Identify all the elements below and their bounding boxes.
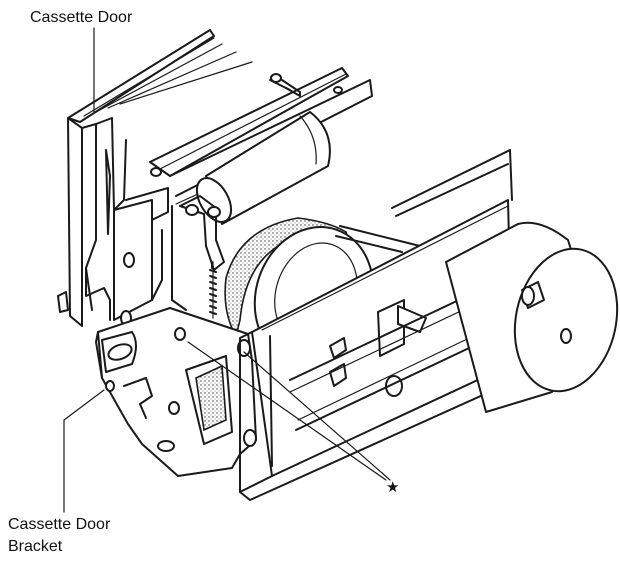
leader-lines (63, 27, 391, 513)
door-support-plate (113, 187, 169, 326)
cassette-door-bracket-part (95, 307, 257, 477)
cassette-door-label: Cassette Door (30, 9, 133, 26)
top-rail (149, 67, 373, 197)
motor-cylinder (445, 221, 619, 413)
solenoid-cylinder (195, 111, 331, 225)
cassette-door-bracket-label-line2: Bracket (8, 538, 63, 555)
cassette-door-part (57, 29, 253, 327)
lever-and-spring (171, 193, 225, 319)
cassette-door-bracket-label-line1: Cassette Door (8, 516, 111, 533)
star-marker-icon: ★ (386, 478, 400, 496)
